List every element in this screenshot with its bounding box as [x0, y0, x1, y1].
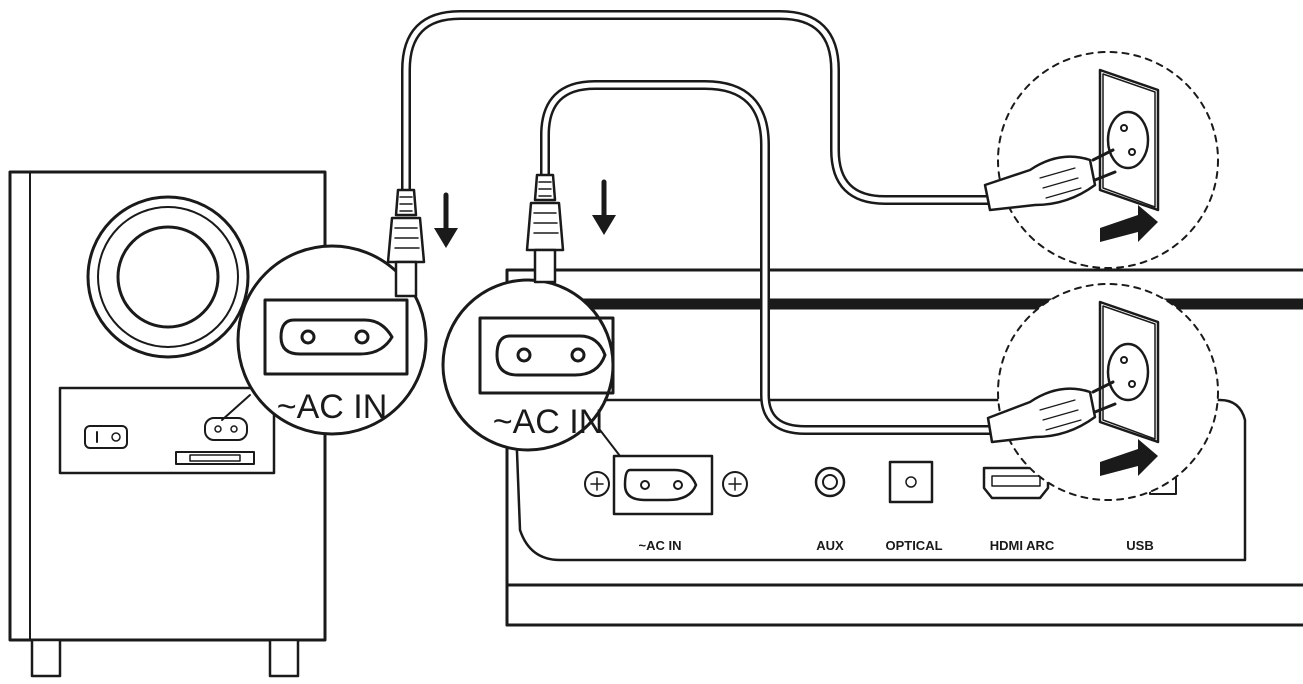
subwoofer-down-arrow-icon	[434, 192, 458, 248]
soundbar-power-cable	[540, 80, 1000, 435]
subwoofer-rear-panel	[58, 386, 276, 475]
soundbar-iec-plug	[525, 173, 565, 284]
wall-outlet-callout-bottom	[986, 283, 1219, 501]
soundbar-down-arrow-icon	[592, 179, 616, 235]
subwoofer-ac-in-callout	[221, 244, 428, 436]
panel-label-aux: AUX	[816, 538, 844, 553]
ac-in-socket	[584, 454, 748, 516]
subwoofer-driver	[86, 195, 250, 359]
optical-port	[888, 460, 934, 504]
panel-label-usb: USB	[1126, 538, 1153, 553]
subwoofer-iec-plug	[386, 188, 426, 298]
aux-jack	[814, 466, 846, 498]
panel-label-optical: OPTICAL	[885, 538, 942, 553]
wall-outlet-callout-top	[983, 51, 1219, 269]
soundbar-callout-label: ~AC IN	[493, 403, 604, 441]
subwoofer-power-cable	[401, 10, 995, 205]
panel-label-ac-in: ~AC IN	[639, 538, 682, 553]
subwoofer-callout-label: ~AC IN	[277, 388, 388, 426]
soundbar-ac-in-callout	[441, 278, 621, 457]
panel-label-hdmi-arc: HDMI ARC	[990, 538, 1055, 553]
